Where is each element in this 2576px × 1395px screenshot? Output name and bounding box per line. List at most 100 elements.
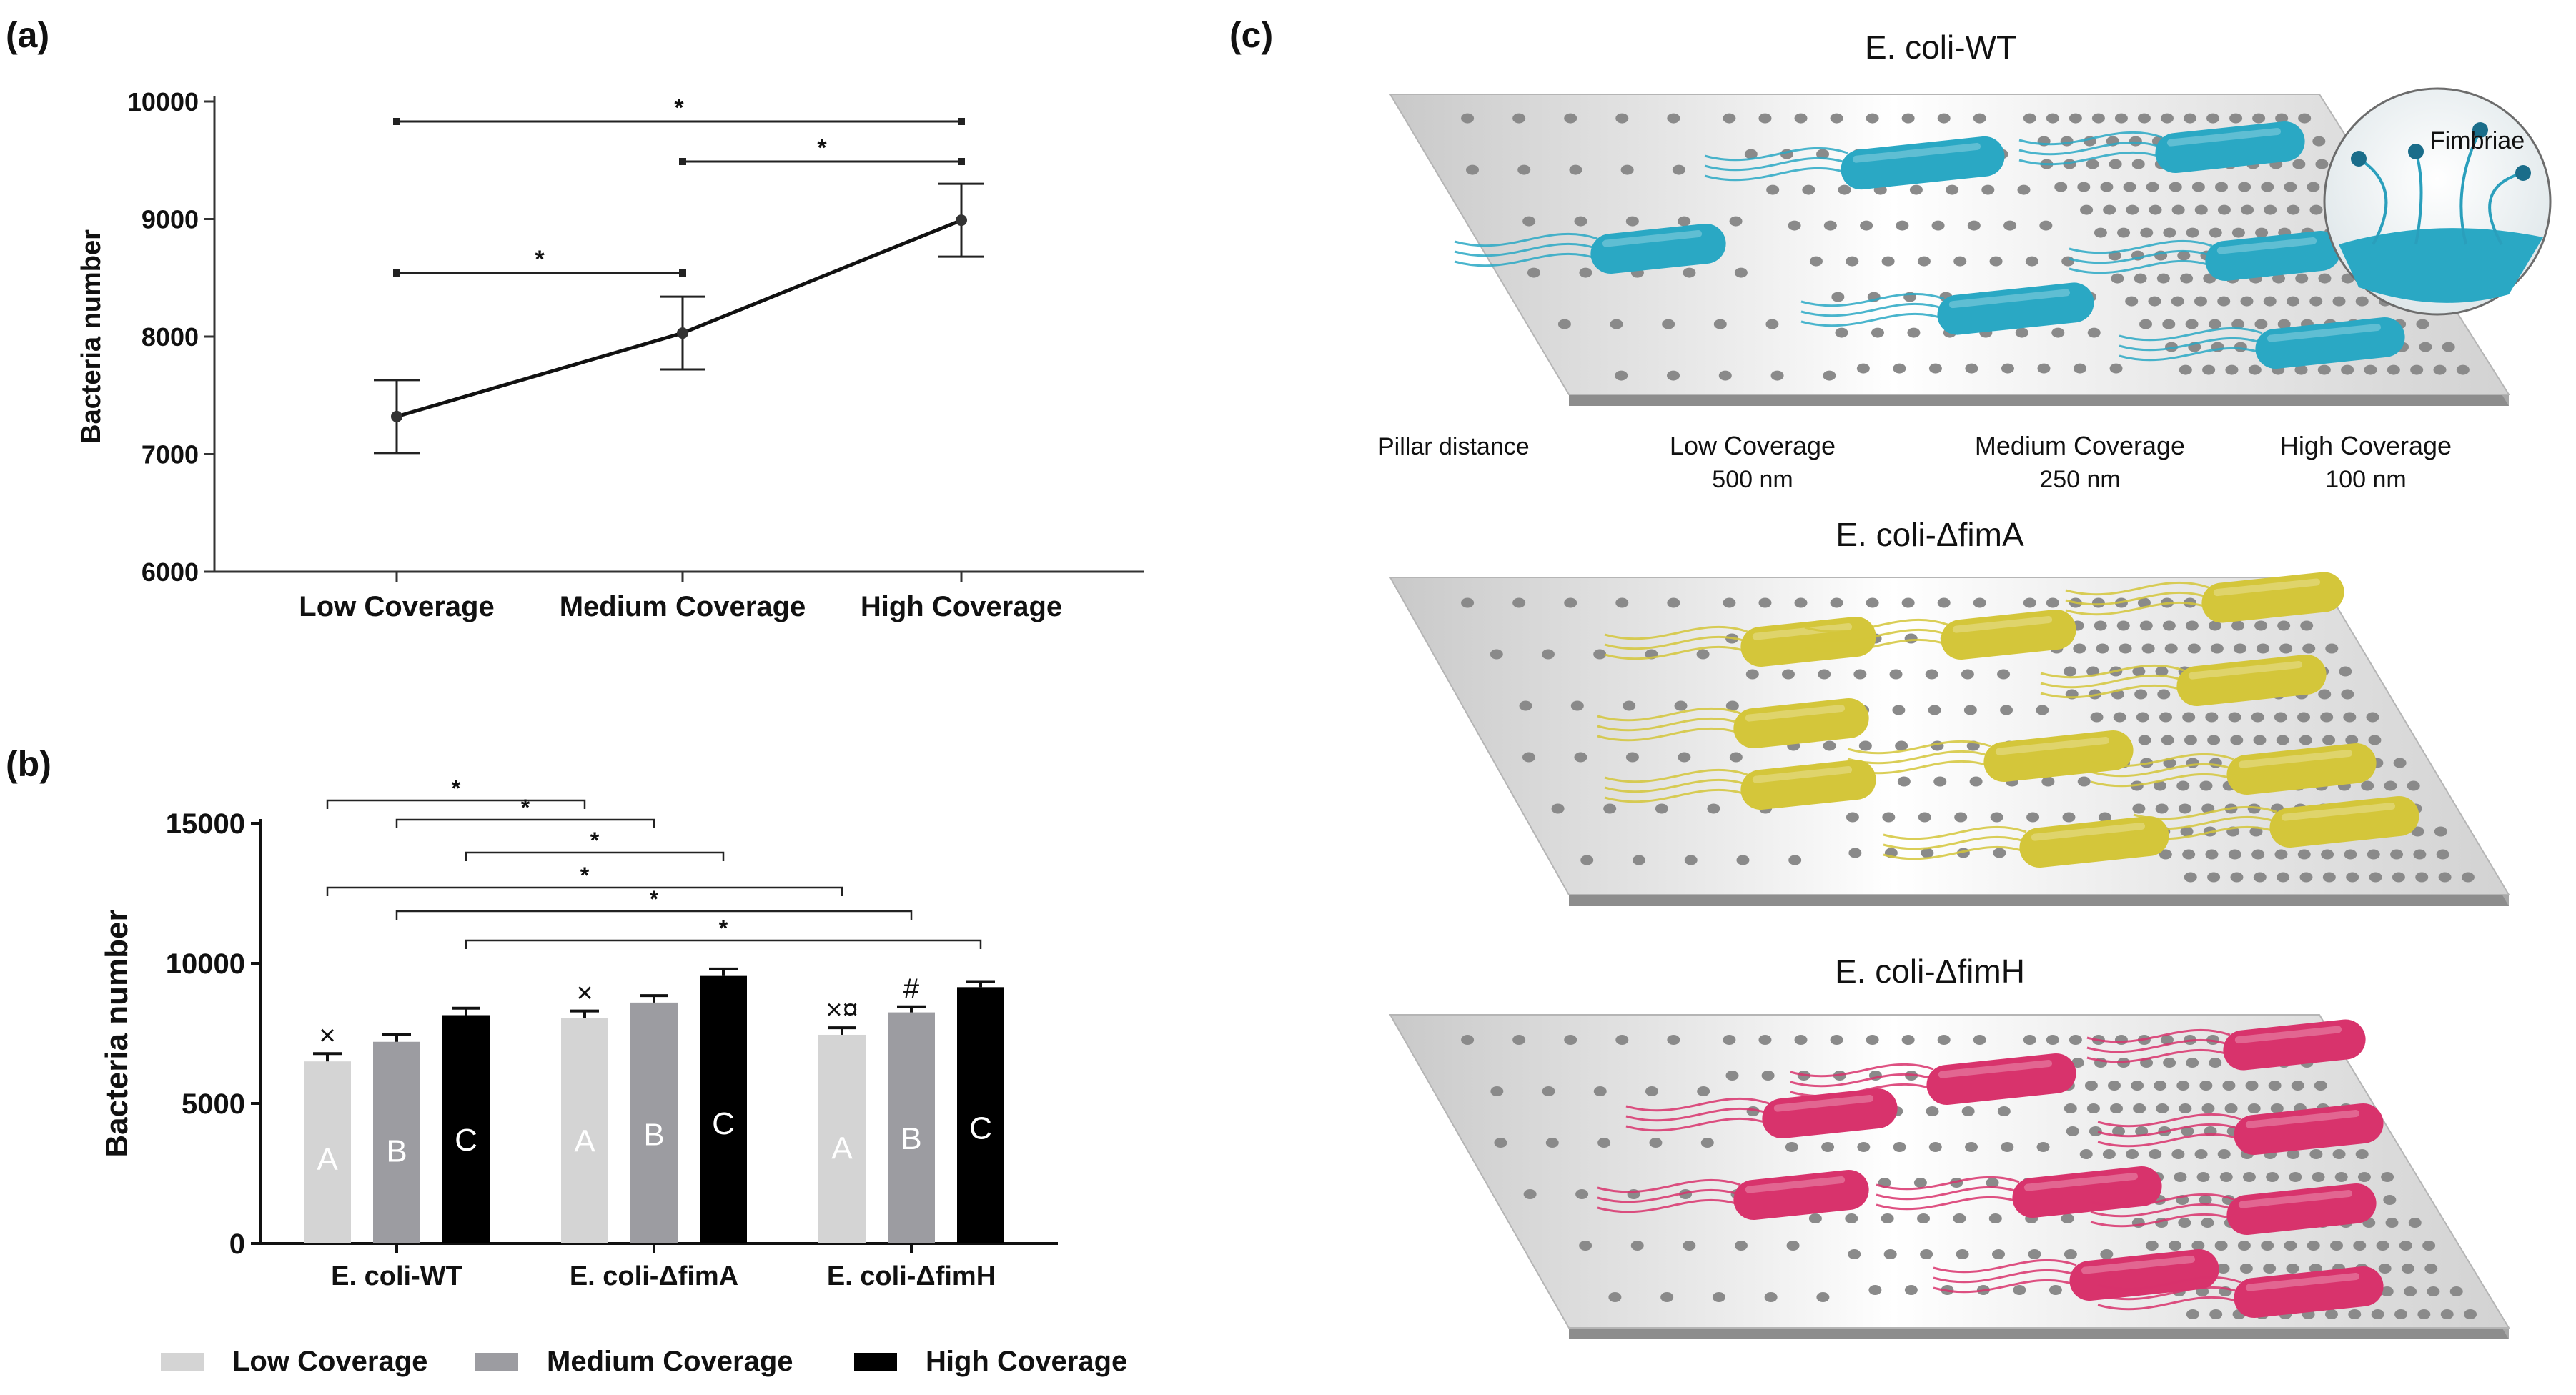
pillar xyxy=(1868,1285,1882,1296)
bar-b xyxy=(373,1041,420,1243)
bar-a xyxy=(304,1061,351,1243)
pillar xyxy=(1674,700,1688,711)
pillar xyxy=(2139,620,2153,631)
pillar xyxy=(1830,597,1843,608)
pillar xyxy=(2231,319,2245,329)
pillar xyxy=(2023,1035,2036,1046)
pillar xyxy=(1490,649,1503,660)
pillar xyxy=(2100,1249,2114,1260)
flagellum xyxy=(2018,141,2163,156)
pillar xyxy=(2436,849,2449,860)
bracket-end-a xyxy=(679,269,686,277)
bacterium-highlight xyxy=(2245,1272,2360,1291)
pillar xyxy=(2096,643,2109,654)
flagellum xyxy=(1790,1073,1934,1088)
pillar xyxy=(2264,204,2277,215)
plate-group xyxy=(1389,572,2510,906)
bacterium xyxy=(2155,121,2305,174)
series-line-a xyxy=(396,218,962,419)
pillar xyxy=(2464,1309,2477,1320)
pillar xyxy=(1973,113,1986,124)
pillar xyxy=(1871,327,1884,338)
bacterium xyxy=(2226,743,2377,795)
pillar xyxy=(1961,669,1974,680)
pillar xyxy=(2194,204,2208,215)
pillar xyxy=(2210,643,2224,654)
pillar xyxy=(1761,1071,1775,1081)
pillar xyxy=(1649,1138,1663,1148)
pillar xyxy=(2185,620,2199,631)
pillar xyxy=(2155,803,2169,814)
pillar xyxy=(1713,319,1727,329)
plate-surface xyxy=(1389,1014,2510,1329)
bacterium-highlight xyxy=(1773,1095,1874,1112)
pillar xyxy=(2217,204,2231,215)
pillar xyxy=(1928,705,1941,715)
pillar xyxy=(1494,1138,1507,1148)
fimbria xyxy=(2414,151,2423,245)
pillar xyxy=(2112,1126,2126,1137)
x-tick-label-b: E. coli-ΔfimA xyxy=(570,1261,738,1291)
fimbria-tip xyxy=(2472,122,2488,138)
pillar xyxy=(1895,740,1908,751)
pillar xyxy=(1917,1213,1931,1224)
pillar xyxy=(2307,1241,2320,1251)
pillar xyxy=(1808,1213,1822,1224)
low-coverage-label: Low Coverage xyxy=(1670,431,1836,460)
pillar xyxy=(1904,633,1918,644)
pillar xyxy=(2214,182,2228,192)
pillar xyxy=(2309,1149,2323,1160)
plate-edge xyxy=(1569,1328,2509,1339)
flagellum xyxy=(1847,750,1991,765)
bar-a xyxy=(561,1018,608,1243)
y-tick-label-a: 7000 xyxy=(142,440,199,470)
pillar xyxy=(2187,643,2201,654)
pillar xyxy=(1992,1249,2006,1260)
pillar xyxy=(1848,848,1862,858)
pillar xyxy=(2023,597,2036,608)
pillar xyxy=(2270,1103,2284,1114)
pillar xyxy=(2217,1149,2231,1160)
pillar xyxy=(2077,182,2091,192)
bacterium xyxy=(1937,282,2094,335)
pillar xyxy=(2222,1081,2236,1091)
pillar xyxy=(2199,1195,2212,1206)
pillar xyxy=(1835,327,1848,338)
pillar xyxy=(1823,220,1837,231)
pillar xyxy=(1917,256,1931,267)
pillar xyxy=(2422,1241,2436,1251)
pillar xyxy=(1579,267,1592,278)
pillar xyxy=(2125,296,2139,307)
flagellum xyxy=(1604,635,1748,650)
pillar xyxy=(2073,643,2086,654)
pillar xyxy=(2419,342,2432,352)
pillar xyxy=(2013,1285,2026,1296)
fimbria xyxy=(2488,172,2524,245)
pillar xyxy=(1541,649,1555,660)
pillar xyxy=(2000,705,2013,715)
pillar xyxy=(2149,204,2162,215)
pillar xyxy=(2180,826,2194,837)
pillar xyxy=(2176,1081,2190,1091)
pillar xyxy=(2207,735,2221,745)
flagellum xyxy=(2097,1286,2241,1301)
pillar xyxy=(2416,319,2429,329)
pillar xyxy=(1981,184,1995,195)
pillar xyxy=(2201,1218,2214,1228)
pillar xyxy=(2134,689,2148,700)
pillar xyxy=(1997,1106,2011,1117)
pillar xyxy=(1545,1138,1559,1148)
bacterium xyxy=(1733,1169,1869,1221)
y-tick-label-a: 10000 xyxy=(127,87,199,116)
pillar xyxy=(1857,1142,1871,1153)
pillar xyxy=(2289,1172,2302,1183)
pillar xyxy=(1574,216,1587,227)
pillar xyxy=(2261,1241,2274,1251)
pillar xyxy=(2074,363,2087,374)
pillar xyxy=(2343,712,2357,723)
pillar xyxy=(2312,136,2326,147)
pillar xyxy=(1786,1241,1800,1251)
flagellum xyxy=(2065,601,2209,616)
bacterium-highlight xyxy=(1852,142,1981,163)
pillar xyxy=(2434,826,2447,837)
